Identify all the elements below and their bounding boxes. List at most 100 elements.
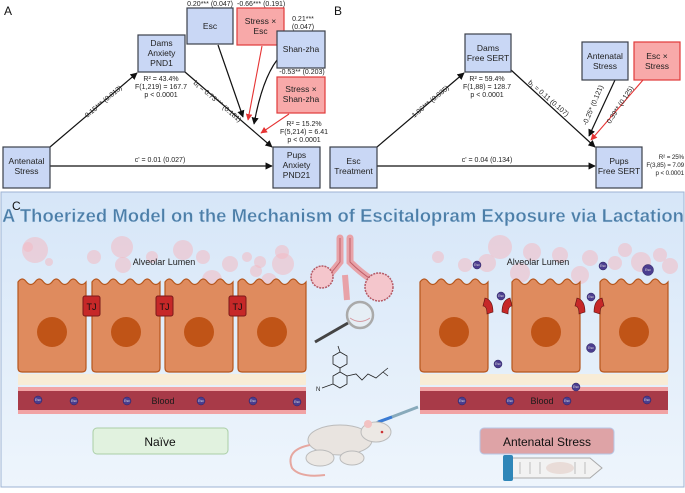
node-dams-sert <box>464 33 512 73</box>
panel-c-title: A Thoerized Model on the Mechanism of Es… <box>2 205 684 226</box>
esc-molecule-label: Esc <box>588 346 594 350</box>
tight-junction <box>228 295 247 317</box>
node-antenatal-stress <box>2 146 51 189</box>
coef-stress-esc: -0.66*** (0.191) <box>237 1 285 8</box>
milk-bubble <box>196 250 210 264</box>
disrupted-tight-junction <box>482 297 494 315</box>
esc-molecule-icon <box>642 395 652 405</box>
tight-junction-label: TJ <box>233 302 243 312</box>
coef-stress: -0.25* (0.121) <box>582 84 605 126</box>
coef-esc: 0.20*** (0.047) <box>187 1 233 8</box>
esc-molecule-label: Esc <box>198 399 204 403</box>
coef-c: c' = 0.01 (0.027) <box>135 157 186 164</box>
path-a-arrow <box>49 72 138 148</box>
milk-bubble <box>242 252 252 262</box>
tight-junction <box>82 295 101 317</box>
milk-bubble <box>552 247 568 263</box>
cell-nucleus <box>439 317 469 347</box>
epithelium-stress <box>419 278 669 373</box>
node-esc-treatment <box>329 146 378 189</box>
esc-arrow <box>217 44 245 118</box>
mammary-gland-illustration <box>310 234 394 302</box>
coef-shanzha: 0.21*** <box>292 16 314 23</box>
node-esc <box>186 7 234 45</box>
node-stress-esc <box>236 7 285 46</box>
milk-bubble <box>111 236 133 258</box>
cell-nucleus <box>184 317 214 347</box>
esc-molecule-icon <box>457 396 467 406</box>
esc-molecule-icon <box>472 260 482 270</box>
milk-bubble <box>275 245 289 259</box>
esc-molecule-icon <box>642 264 654 276</box>
milk-bubble <box>478 254 496 272</box>
milk-bubble <box>523 243 541 261</box>
milk-bubble <box>250 265 262 277</box>
esc-molecule-icon <box>248 396 258 406</box>
interaction-arrow <box>590 79 644 141</box>
node-esc-stress <box>633 41 681 81</box>
esc-molecule-label: Esc <box>495 362 501 366</box>
svg-text:Stress ×Esc: Stress ×Esc <box>245 16 276 36</box>
esc-molecule-label: Esc <box>644 398 650 402</box>
svg-text:0.21***(0.047): 0.21***(0.047) <box>292 16 314 31</box>
esc-molecule-icon <box>598 261 608 271</box>
cell-nucleus <box>531 317 561 347</box>
milk-bubble <box>582 250 598 266</box>
milk-bubble <box>488 235 512 259</box>
esc-molecule-label: Esc <box>71 399 77 403</box>
cell-nucleus <box>111 317 141 347</box>
disrupted-tight-junction <box>593 297 605 315</box>
node-dams-anxiety <box>137 34 186 73</box>
node-shanzha <box>276 30 326 69</box>
disrupted-tight-junction <box>574 297 586 315</box>
shanzha-arrow <box>251 59 278 125</box>
esc-molecule-label: Esc <box>459 399 465 403</box>
esc-molecule-icon <box>505 396 515 406</box>
basement-membrane <box>18 374 306 385</box>
coef-b: b₁ = 0.73*** (0.181) <box>192 80 243 124</box>
mice-illustration <box>289 420 392 477</box>
panel-label: C <box>12 199 21 213</box>
path-b-arrow <box>184 71 273 148</box>
milk-bubble <box>115 257 131 273</box>
node-stress-shanzha <box>276 76 326 114</box>
coef-a: -1.06*** (0.935) <box>409 85 450 121</box>
syringe-icon <box>375 405 419 425</box>
esc-molecule-icon <box>496 291 506 301</box>
lumen-label-right: Alveolar Lumen <box>507 257 570 267</box>
coef-a: -0.15*** (0.013) <box>82 85 123 121</box>
milk-bubble <box>653 248 667 262</box>
svg-text:Shan-zha: Shan-zha <box>283 44 320 54</box>
svg-text:Stress ×Shan-zha: Stress ×Shan-zha <box>283 84 320 104</box>
node-pups-anxiety <box>272 146 321 189</box>
milk-bubble <box>458 258 472 272</box>
condition-antenatal-stress-label: Antenatal Stress <box>503 435 591 449</box>
condition-antenatal-stress <box>479 427 615 455</box>
restraint-tube-icon <box>503 455 603 481</box>
basement-membrane <box>420 374 668 385</box>
milk-bubble <box>87 250 101 264</box>
node-antenatal-stress <box>581 41 629 81</box>
esc-molecule-icon <box>586 292 596 302</box>
svg-text:N: N <box>316 387 320 393</box>
blood-label: Blood <box>151 396 174 406</box>
milk-bubble <box>510 263 530 283</box>
esc-molecule-icon <box>571 382 581 392</box>
esc-molecule-icon <box>122 396 132 406</box>
esc-molecule-icon <box>196 396 206 406</box>
esc-molecule-icon <box>292 397 302 407</box>
esc-molecule-label: Esc <box>474 263 480 267</box>
esc-molecule-label: Esc <box>564 399 570 403</box>
milk-bubble <box>222 256 238 272</box>
esc-molecule-label: Esc <box>600 264 606 268</box>
